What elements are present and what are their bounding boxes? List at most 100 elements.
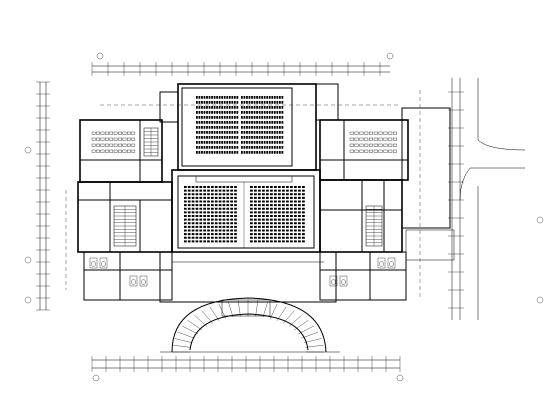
seat <box>198 146 201 149</box>
seat <box>195 196 199 199</box>
seat <box>262 229 265 232</box>
seat <box>203 189 206 192</box>
seat <box>206 146 208 149</box>
seat <box>199 189 203 192</box>
seat <box>243 121 246 124</box>
seat <box>274 196 277 199</box>
seat <box>270 186 273 188</box>
seat <box>268 96 271 99</box>
seat <box>198 136 201 139</box>
seat <box>218 207 222 210</box>
seat <box>198 111 201 114</box>
seat <box>253 121 256 124</box>
seat <box>261 111 264 114</box>
desk <box>131 143 136 147</box>
desk <box>378 131 383 135</box>
toilet-bowl <box>379 261 384 267</box>
seat <box>286 196 289 199</box>
seat <box>271 96 274 99</box>
desk <box>373 137 378 141</box>
desk <box>373 131 378 135</box>
auditorium-seating-right <box>250 186 305 243</box>
seat <box>286 200 289 203</box>
seat <box>290 218 293 221</box>
desk <box>393 143 397 147</box>
canopy-rib <box>228 301 234 318</box>
seat <box>223 111 226 114</box>
seat <box>199 229 203 232</box>
seat <box>268 121 271 124</box>
seat <box>198 116 201 119</box>
seat <box>258 200 261 203</box>
desk <box>109 149 114 153</box>
seat <box>266 189 269 192</box>
seat <box>248 141 251 144</box>
seat <box>218 193 222 196</box>
seat <box>256 136 258 139</box>
seat <box>278 222 281 225</box>
seat <box>234 189 237 192</box>
seat <box>234 229 237 232</box>
desk <box>369 143 373 147</box>
seat <box>250 189 253 192</box>
desk <box>393 149 397 153</box>
seat <box>203 229 206 232</box>
seat <box>246 101 248 104</box>
seat <box>298 193 301 196</box>
seat <box>187 233 191 236</box>
seat <box>251 101 253 104</box>
seat <box>278 111 281 114</box>
seat <box>233 116 236 119</box>
seat <box>251 131 253 134</box>
seat <box>228 131 231 134</box>
seat <box>211 131 213 134</box>
seat <box>268 106 271 109</box>
seat <box>274 211 277 214</box>
seat <box>231 136 234 139</box>
desk <box>373 149 378 153</box>
seat <box>253 151 256 154</box>
seat <box>226 111 229 114</box>
seat <box>258 96 261 99</box>
seat <box>276 116 279 119</box>
seat <box>223 146 226 149</box>
seat <box>262 236 265 239</box>
seat <box>241 106 243 109</box>
seat <box>256 116 258 119</box>
seat <box>298 207 301 210</box>
seat <box>276 126 279 129</box>
seat <box>246 106 248 109</box>
seat <box>278 106 281 109</box>
seat <box>278 211 281 214</box>
seat <box>281 106 284 109</box>
seat <box>243 131 246 134</box>
desk <box>118 149 122 153</box>
seat <box>302 189 305 192</box>
seat <box>290 236 293 239</box>
seat <box>273 121 276 124</box>
seat <box>198 141 201 144</box>
seat <box>266 193 269 196</box>
seat <box>276 146 279 149</box>
seat <box>256 126 258 129</box>
seat <box>263 136 266 139</box>
seat <box>243 111 246 114</box>
seat <box>221 96 224 99</box>
seat <box>195 225 199 228</box>
seat <box>273 111 276 114</box>
desk <box>354 149 359 153</box>
seat <box>241 146 243 149</box>
toilet-bowl <box>389 261 394 267</box>
seat <box>207 215 210 217</box>
seat <box>258 207 261 210</box>
seat <box>231 96 234 99</box>
seat <box>191 222 195 225</box>
desk <box>109 137 114 141</box>
seat <box>248 101 251 104</box>
seat <box>228 136 231 139</box>
seat <box>196 126 198 129</box>
seat <box>250 236 253 239</box>
seat <box>286 193 289 196</box>
seat <box>256 111 258 114</box>
seat <box>256 146 258 149</box>
